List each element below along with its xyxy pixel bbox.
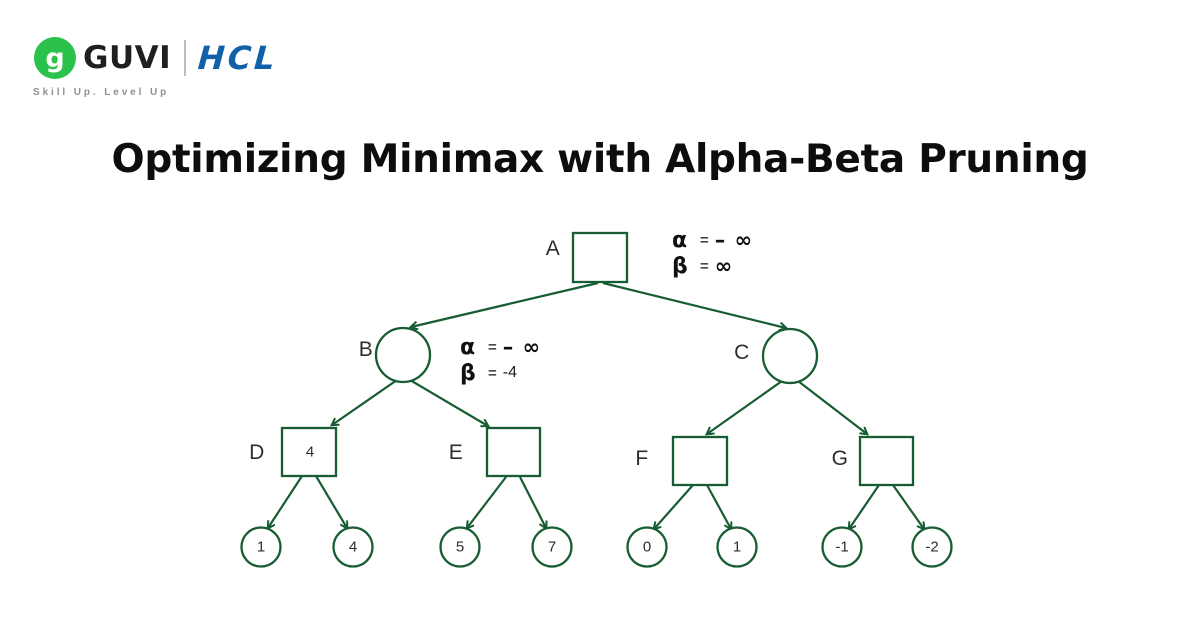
logo-header: g GUVI HCL Skill Up. Level Up [33, 36, 279, 98]
leaf-circle-1 [240, 526, 282, 568]
node-label-F: F [635, 447, 649, 470]
leaf-circle-4 [332, 526, 374, 568]
leaf-value: 0 [642, 538, 652, 556]
edge-D-leaf4 [315, 475, 347, 528]
equals-sign: = [700, 231, 709, 249]
beta-symbol: β [672, 253, 688, 279]
node-A-square [571, 231, 629, 284]
page-title: Optimizing Minimax with Alpha-Beta Pruni… [111, 137, 1089, 182]
edge-C-G [797, 380, 867, 434]
node-D-value: 4 [305, 443, 315, 461]
alpha-symbol: α [460, 334, 476, 360]
edge-A-C [602, 281, 786, 328]
node-B-circle [374, 326, 432, 384]
alphabeta-annotation-node-b: α = – ∞ β = -4 [460, 334, 541, 386]
node-label-D: D [249, 441, 265, 464]
leaf-circle-1b [716, 526, 758, 568]
alpha-row: α = – ∞ [672, 227, 753, 253]
guvi-icon-circle [34, 37, 76, 79]
node-C-circle [761, 327, 819, 385]
node-label-B: B [358, 338, 374, 361]
tree-edges [268, 281, 924, 529]
alpha-value: – ∞ [714, 228, 754, 252]
alpha-row: α = – ∞ [460, 334, 541, 360]
leaf-circle-0 [626, 526, 668, 568]
edge-C-F [707, 380, 783, 434]
leaf-circle-5 [439, 526, 481, 568]
leaf-circle-7 [531, 526, 573, 568]
edge-E-leaf5 [467, 476, 507, 528]
leaf-value: -1 [835, 538, 849, 556]
equals-sign: = [700, 257, 709, 275]
node-E-square [485, 426, 542, 478]
beta-value: ∞ [714, 254, 734, 278]
edge-B-E [409, 379, 488, 426]
node-F-square [671, 435, 729, 487]
edge-G-leafm1 [849, 484, 880, 529]
node-label-E: E [448, 441, 464, 464]
equals-sign: = [488, 338, 497, 356]
guvi-g-glyph: g [45, 43, 64, 74]
leaf-value: 7 [547, 538, 557, 556]
logo-divider [184, 40, 187, 76]
tree-nodes [240, 231, 953, 568]
leaf-value: -2 [925, 538, 939, 556]
equals-sign: = [488, 364, 497, 382]
edge-E-leaf7 [519, 476, 546, 528]
node-D-square [280, 426, 338, 478]
edge-F-leaf1 [706, 484, 731, 529]
edge-A-B [411, 281, 599, 327]
edge-B-D [332, 379, 398, 425]
alphabeta-annotation-root: α = – ∞ β = ∞ [672, 227, 753, 279]
beta-symbol: β [460, 360, 476, 386]
node-label-A: A [545, 237, 561, 260]
node-G-square [858, 435, 915, 487]
leaf-value: 1 [256, 538, 266, 556]
edge-F-leaf0 [654, 484, 694, 529]
node-label-G: G [831, 447, 849, 470]
leaf-circle-m1 [821, 526, 863, 568]
leaf-value: 1 [732, 538, 742, 556]
alpha-symbol: α [672, 227, 688, 253]
node-label-C: C [734, 341, 750, 364]
guvi-wordmark: GUVI [83, 40, 172, 76]
logo-tagline: Skill Up. Level Up [33, 87, 170, 98]
alpha-value: – ∞ [502, 335, 542, 359]
leaf-value: 5 [455, 538, 465, 556]
beta-row: β = ∞ [672, 253, 753, 279]
leaf-value: 4 [348, 538, 358, 556]
leaf-circle-m2 [911, 526, 953, 568]
beta-row: β = -4 [460, 360, 541, 386]
edge-D-leaf1 [268, 475, 303, 528]
edge-G-leafm2 [892, 484, 924, 529]
beta-value: -4 [502, 364, 517, 381]
guvi-logo-icon: g [33, 36, 77, 80]
